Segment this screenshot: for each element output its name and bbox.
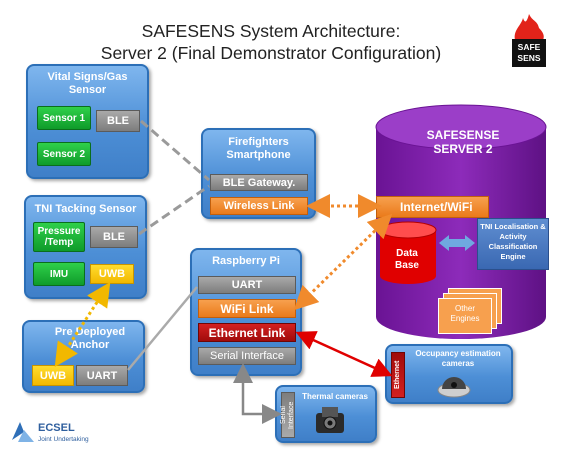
- rpi-uart-box: UART: [198, 276, 296, 294]
- rpi-ethernet-link-box: Ethernet Link: [198, 323, 296, 342]
- anchor-uart-box: UART: [76, 365, 128, 386]
- logo-text-sens: SENS: [517, 53, 541, 63]
- vital-ble-to-gateway: [140, 119, 210, 182]
- logo-text-safe: SAFE: [517, 42, 541, 52]
- other-engines-box: [438, 298, 492, 334]
- occupancy-ethernet-tag: Ethernet: [391, 352, 405, 398]
- ecsel-name: ECSEL: [38, 422, 75, 434]
- anchor-uwb-box: UWB: [32, 365, 74, 386]
- ecsel-subtitle: Joint Undertaking: [38, 436, 89, 443]
- sensor1-box: Sensor 1: [37, 106, 91, 130]
- server-title: SAFESENSE SERVER 2: [426, 128, 500, 156]
- database-icon: [379, 221, 437, 284]
- dome-camera-icon: [437, 377, 471, 398]
- flame-icon: [512, 14, 546, 67]
- database-label: Data Base: [395, 248, 419, 271]
- sensor2-box: Sensor 2: [37, 142, 91, 166]
- tni-ble-box: BLE: [90, 226, 138, 248]
- diagram-title-line2: Server 2 (Final Demonstrator Configurati…: [100, 43, 442, 63]
- rpi-wifi-link-box: WiFi Link: [198, 299, 296, 318]
- db-engine-arrow: [439, 235, 475, 251]
- ecsel-logo-icon: [12, 422, 34, 442]
- thermal-serial-tag: Serial Interface: [280, 392, 295, 438]
- server-cylinder: [375, 104, 547, 339]
- wireless-link-box: Wireless Link: [210, 197, 308, 215]
- safesens-logo: SAFE SENS: [509, 6, 549, 68]
- vital-ble-box: BLE: [96, 110, 140, 132]
- smartphone-title: Firefighters Smartphone: [226, 136, 291, 161]
- imu-box: IMU: [33, 262, 85, 286]
- vital-signs-title: Vital Signs/Gas Sensor: [47, 71, 128, 96]
- occupancy-title: Occupancy estimation cameras: [415, 349, 501, 368]
- tni-ble-to-gateway: [138, 184, 210, 236]
- thermal-camera-icon: [316, 407, 344, 433]
- anchor-title: Pre Deployed Anchor: [54, 326, 126, 351]
- rpi-serial-interface-box: Serial Interface: [198, 347, 296, 365]
- tni-title: TNI Tacking Sensor: [34, 203, 137, 215]
- pressure-temp-box: Pressure /Temp: [33, 222, 85, 252]
- other-engines-label: Other Engines: [450, 304, 480, 323]
- tni-uwb-box: UWB: [90, 264, 134, 284]
- engine-label: TNI Localisation & Activity Classificati…: [480, 222, 546, 261]
- engine-box: [477, 218, 549, 270]
- diagram-title-line1: SAFESENS System Architecture:: [141, 21, 401, 41]
- internet-wifi-box: Internet/WiFi: [376, 196, 489, 218]
- ble-gateway-box: BLE Gateway.: [210, 174, 308, 191]
- raspberry-pi-title: Raspberry Pi: [212, 255, 280, 267]
- thermal-title: Thermal cameras: [302, 392, 368, 401]
